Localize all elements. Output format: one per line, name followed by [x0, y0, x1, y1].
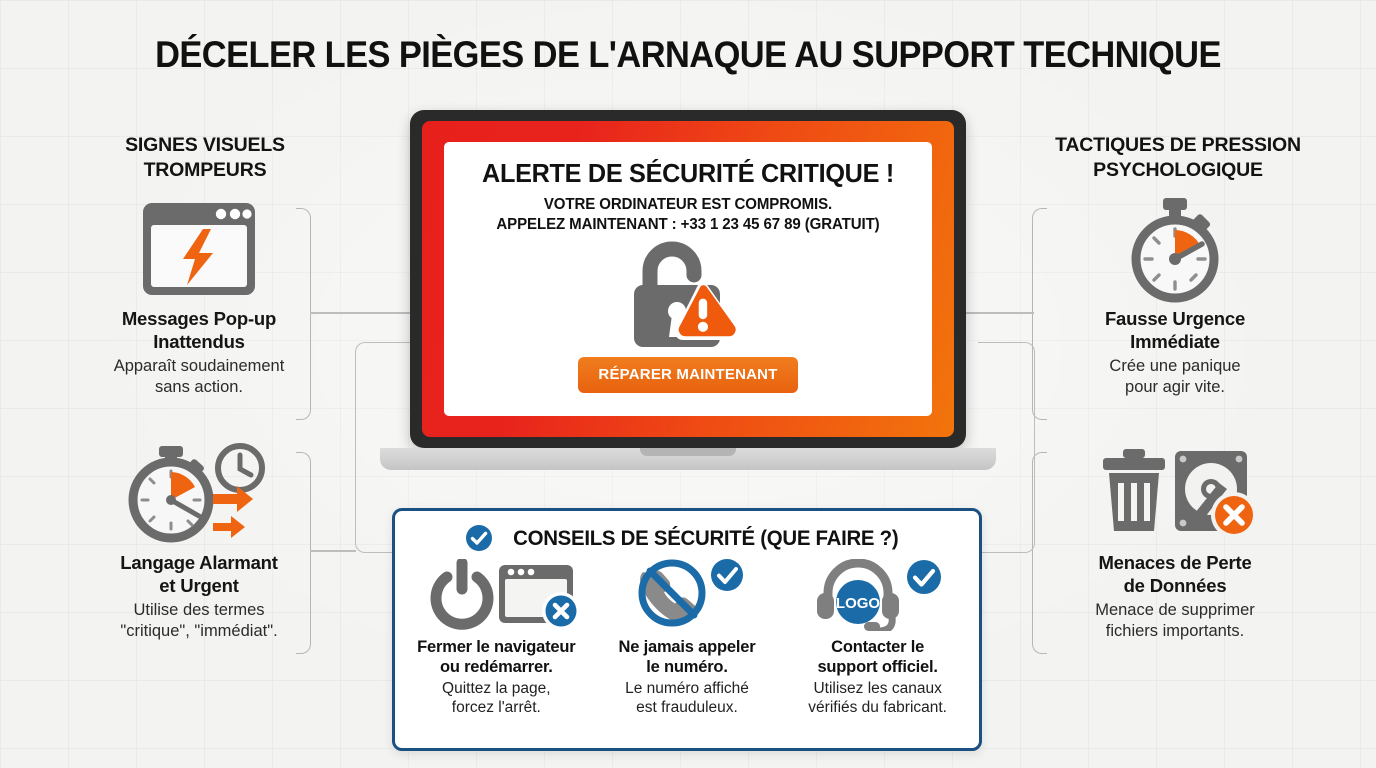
card-dataloss-desc: Menace de supprimer fichiers importants.: [1060, 600, 1290, 642]
card-popup-title-line-1: Messages Pop-up: [121, 308, 277, 329]
tip2-desc-line-1: Le numéro affiché: [625, 680, 749, 697]
tip-never-call-title: Ne jamais appeler le numéro.: [594, 637, 780, 677]
card-urgency-title-line-2: Immédiate: [1130, 331, 1220, 352]
tip1-desc-line-2: forcez l'arrêt.: [451, 699, 541, 716]
card-alarming-language: Langage Alarmant et Urgent Utilise des t…: [84, 440, 314, 642]
tip-never-call-desc: Le numéro affiché est frauduleux.: [594, 679, 780, 717]
connector-bracket-right-bottom: [1032, 452, 1047, 654]
card-alarming-title-line-1: Langage Alarmant: [120, 552, 278, 573]
connector-line-left-bottom-h1: [310, 550, 356, 552]
card-popup-title-line-2: Inattendus: [153, 331, 245, 352]
card-urgency-desc: Crée une panique pour agir vite.: [1060, 356, 1290, 398]
card-urgency-title: Fausse Urgence Immédiate: [1060, 307, 1290, 353]
tip1-title-line-2: ou redémarrer.: [439, 658, 553, 676]
card-false-urgency: Fausse Urgence Immédiate Crée une paniqu…: [1060, 196, 1290, 398]
scam-alert-dialog: ALERTE DE SÉCURITÉ CRITIQUE ! VOTRE ORDI…: [444, 142, 932, 416]
safety-panel-header: CONSEILS DE SÉCURITÉ (QUE FAIRE ?): [395, 525, 979, 551]
left-heading-line-2: TROMPEURS: [143, 159, 267, 181]
stopwatch-icon: [1060, 196, 1290, 302]
card-popup-desc-line-1: Apparaît soudainement: [113, 357, 285, 375]
popup-window-lightning-icon: [84, 196, 314, 301]
left-heading-line-1: SIGNES VISUELS: [125, 134, 285, 156]
tip3-title-line-2: support officiel.: [817, 658, 938, 676]
stopwatch-clock-arrows-icon: [84, 440, 314, 545]
safety-panel-title: CONSEILS DE SÉCURITÉ (QUE FAIRE ?): [512, 525, 899, 550]
right-heading-line-2: PSYCHOLOGIQUE: [1093, 159, 1263, 181]
card-popup-desc-line-2: sans action.: [154, 378, 244, 396]
connector-bracket-right-top: [1032, 208, 1047, 420]
page-title: DÉCELER LES PIÈGES DE L'ARNAQUE AU SUPPO…: [155, 34, 1221, 75]
tip3-desc-line-2: vérifiés du fabricant.: [808, 699, 947, 716]
card-alarming-title-line-2: et Urgent: [159, 575, 239, 596]
alert-subtitle-compromised: VOTRE ORDINATEUR EST COMPROMIS.: [543, 196, 833, 213]
card-dataloss-desc-line-1: Menace de supprimer: [1095, 601, 1255, 619]
trash-harddrive-error-icon: [1060, 440, 1290, 545]
tip-official-support-desc: Utilisez les canaux vérifiés du fabrican…: [785, 679, 971, 717]
left-column-heading: SIGNES VISUELS TROMPEURS: [85, 133, 325, 183]
laptop-bezel: ALERTE DE SÉCURITÉ CRITIQUE ! VOTRE ORDI…: [410, 110, 966, 448]
laptop-base-notch: [640, 448, 736, 456]
right-column-heading: TACTIQUES DE PRESSION PSYCHOLOGIQUE: [1028, 133, 1328, 183]
tip2-title-line-2: le numéro.: [646, 658, 728, 676]
tip-close-browser-title: Fermer le navigateur ou redémarrer.: [403, 637, 589, 677]
card-alarming-desc-line-1: Utilise des termes: [133, 601, 265, 619]
tip-official-support-title: Contacter le support officiel.: [785, 637, 971, 677]
card-data-loss: Menaces de Perte de Données Menace de su…: [1060, 440, 1290, 642]
card-urgency-title-line-1: Fausse Urgence: [1104, 308, 1246, 329]
right-heading-line-1: TACTIQUES DE PRESSION: [1055, 134, 1301, 156]
card-dataloss-title-line-1: Menaces de Perte: [1098, 552, 1252, 573]
tip1-title-line-1: Fermer le navigateur: [417, 638, 576, 656]
card-urgency-desc-line-1: Crée une panique: [1109, 357, 1241, 375]
card-alarming-title: Langage Alarmant et Urgent: [84, 551, 314, 597]
tip3-title-line-1: Contacter le: [831, 638, 925, 656]
card-alarming-desc-line-2: "critique", "immédiat".: [120, 622, 278, 640]
repair-now-button[interactable]: RÉPARER MAINTENANT: [578, 357, 798, 393]
alert-phone-line: APPELEZ MAINTENANT : +33 1 23 45 67 89 (…: [496, 216, 880, 233]
card-dataloss-desc-line-2: fichiers importants.: [1105, 622, 1245, 640]
tip-official-support: LOGO Contacter le support officiel. Util…: [785, 559, 971, 717]
tip2-title-line-1: Ne jamais appeler: [618, 638, 756, 656]
open-padlock-warning-icon: [444, 238, 932, 352]
laptop-screen: ALERTE DE SÉCURITÉ CRITIQUE ! VOTRE ORDI…: [422, 121, 954, 437]
no-phone-icon: [594, 559, 780, 631]
tip3-desc-line-1: Utilisez les canaux: [813, 680, 942, 697]
tip-never-call: Ne jamais appeler le numéro. Le numéro a…: [594, 559, 780, 717]
laptop-illustration: ALERTE DE SÉCURITÉ CRITIQUE ! VOTRE ORDI…: [380, 110, 996, 470]
card-alarming-desc: Utilise des termes "critique", "immédiat…: [84, 600, 314, 642]
card-popup-desc: Apparaît soudainement sans action.: [84, 356, 314, 398]
tip1-desc-line-1: Quittez la page,: [442, 680, 551, 697]
check-circle-icon: [465, 525, 492, 551]
power-browser-close-icon: [403, 559, 589, 631]
headset-support-icon: LOGO: [785, 559, 971, 631]
alert-title: ALERTE DE SÉCURITÉ CRITIQUE !: [482, 158, 894, 188]
card-popup-messages: Messages Pop-up Inattendus Apparaît soud…: [84, 196, 314, 398]
tip2-desc-line-2: est frauduleux.: [636, 699, 738, 716]
tip-close-browser: Fermer le navigateur ou redémarrer. Quit…: [403, 559, 589, 717]
card-dataloss-title: Menaces de Perte de Données: [1060, 551, 1290, 597]
headset-logo-label: LOGO: [836, 595, 880, 612]
card-popup-title: Messages Pop-up Inattendus: [84, 307, 314, 353]
tip-close-browser-desc: Quittez la page, forcez l'arrêt.: [403, 679, 589, 717]
card-urgency-desc-line-2: pour agir vite.: [1125, 378, 1225, 396]
card-dataloss-title-line-2: de Données: [1123, 575, 1227, 596]
laptop-base: [380, 448, 996, 470]
safety-advice-panel: CONSEILS DE SÉCURITÉ (QUE FAIRE ?): [392, 508, 982, 751]
safety-tips-row: Fermer le navigateur ou redémarrer. Quit…: [395, 559, 979, 717]
